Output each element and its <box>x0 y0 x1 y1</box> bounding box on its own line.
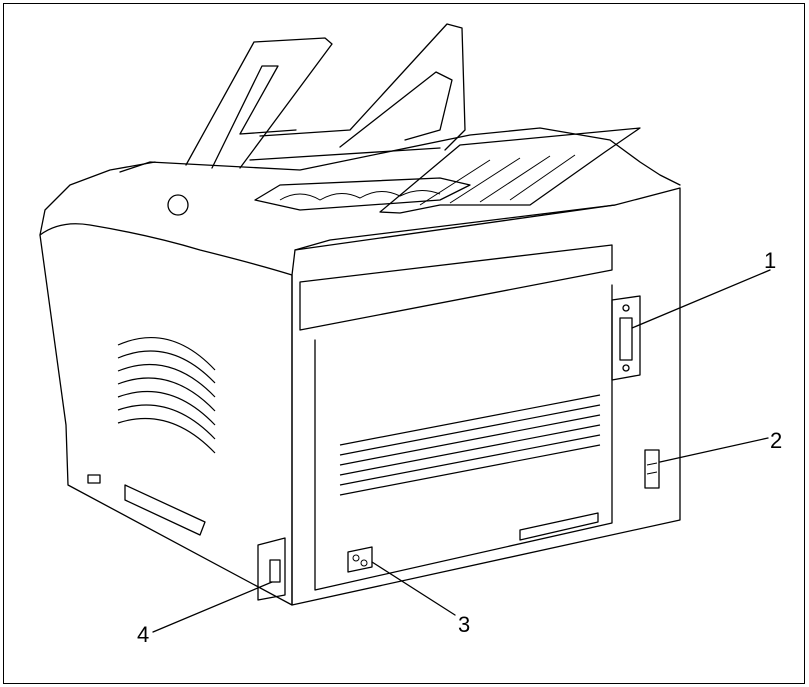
leader-line-4 <box>152 581 273 633</box>
output-tray <box>379 127 641 214</box>
rear-panel <box>291 187 681 606</box>
callout-2: 2 <box>770 428 782 453</box>
roller-area <box>254 177 471 211</box>
callout-3: 3 <box>458 612 470 637</box>
leader-line-2 <box>659 437 769 463</box>
left-knob <box>167 194 189 216</box>
rear-slot <box>519 512 599 541</box>
rear-vents <box>339 394 601 496</box>
leader-line-1 <box>631 269 771 329</box>
small-slot <box>87 474 101 484</box>
bottom-grip <box>124 484 206 536</box>
side-vents <box>117 337 216 454</box>
callout-1: 1 <box>764 248 776 273</box>
power-switch <box>257 537 286 601</box>
power-socket <box>347 546 373 573</box>
rear-door <box>299 244 613 331</box>
callout-4: 4 <box>137 622 149 647</box>
paper-input-tray <box>185 23 466 169</box>
option-interface <box>644 449 660 489</box>
leader-line-3 <box>371 561 456 616</box>
parallel-port <box>611 295 641 381</box>
left-side-panel <box>39 223 293 606</box>
top-cover <box>119 127 681 186</box>
figure-frame <box>3 3 805 684</box>
printer-illustration <box>39 23 681 606</box>
